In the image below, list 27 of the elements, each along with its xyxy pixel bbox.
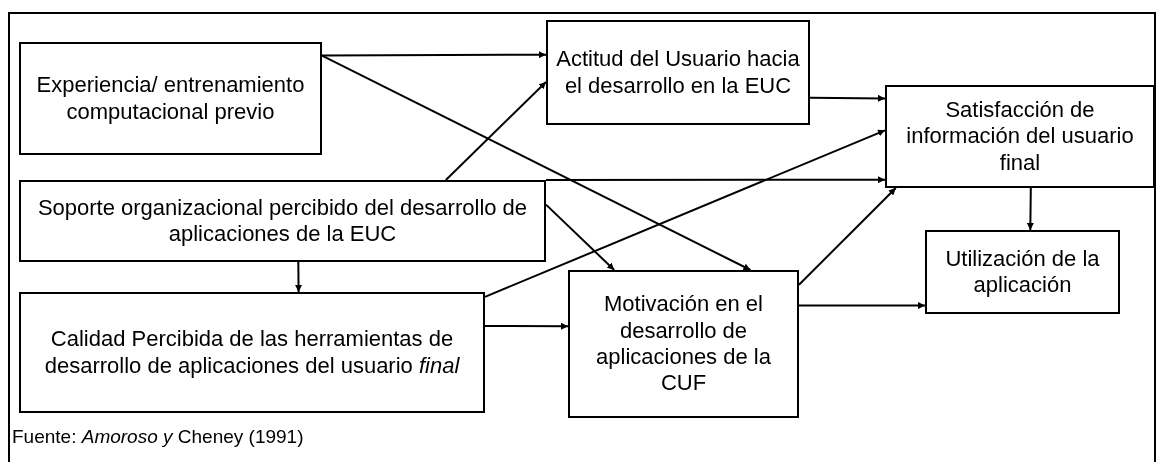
arrow <box>321 51 547 59</box>
box-label: Satisfacción de información del usuario final <box>905 96 1135 177</box>
box-label: Experiencia/ entrenamiento computacional previo <box>35 72 306 125</box>
arrow <box>1026 187 1034 231</box>
arrow <box>809 94 886 102</box>
arrow <box>484 129 886 298</box>
process-box <box>568 270 799 418</box>
arrow <box>444 80 547 181</box>
arrow <box>798 187 897 286</box>
arrow <box>484 322 569 330</box>
box-label: Utilización de la aplicación <box>944 245 1101 299</box>
process-box <box>19 180 546 262</box>
arrow <box>545 203 616 271</box>
box-label: Actitud del Usuario hacia el desarrollo en la EUC <box>555 46 801 99</box>
box-label: Motivación en el desarrollo de aplicaciones de la CUF <box>595 291 772 397</box>
box-label: Soporte organizacional percibido del desarrollo de aplicaciones de la EUC <box>36 194 529 248</box>
arrow <box>545 176 886 184</box>
source-caption: Fuente: Amoroso y Cheney (1991) <box>12 426 304 448</box>
process-box <box>546 20 810 125</box>
box-label: Calidad Percibida de las herramientas de desarrollo de aplicaciones del usuario final <box>43 326 461 379</box>
process-box <box>19 42 322 155</box>
process-box <box>885 85 1155 188</box>
process-box <box>925 230 1120 314</box>
process-box <box>19 292 485 413</box>
arrow <box>798 302 926 310</box>
arrow <box>295 261 303 293</box>
arrow <box>321 54 752 271</box>
